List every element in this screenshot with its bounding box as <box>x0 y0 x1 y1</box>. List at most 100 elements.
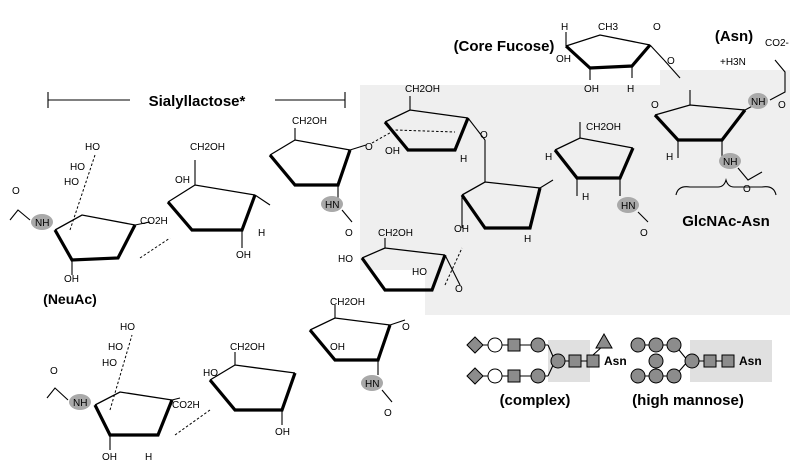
lower-neuac-ring <box>93 391 181 450</box>
neuac-upper-ho1: HO <box>85 142 100 153</box>
man-circle-symbol <box>630 368 646 384</box>
glcnac2-h1: H <box>545 152 552 163</box>
glcnac-square-symbol <box>586 354 600 368</box>
man-circle-symbol <box>648 337 664 353</box>
core-glcnac-ring <box>553 122 635 196</box>
glcnac-square-symbol <box>568 354 582 368</box>
glcnac-upper-nh-highlight <box>321 196 343 212</box>
neuac-upper-o: O <box>12 186 20 197</box>
glcnac-o-link: O <box>651 100 659 111</box>
asn-nh-highlight <box>748 93 768 109</box>
upper-neuac-ring <box>53 214 151 275</box>
man-core-circle-symbol <box>684 353 700 369</box>
glcnac-lower-o-link: O <box>402 322 410 333</box>
high-mannose-label: (high mannose) <box>632 392 744 409</box>
glcnac-nh-highlight <box>719 153 741 169</box>
man-lower-ch2oh: CH2OH <box>378 228 413 239</box>
neuac-upper-co2h: CO2H <box>140 216 168 227</box>
glcnac2-nh-highlight <box>617 197 639 213</box>
glcnac-lower-o: O <box>384 408 392 419</box>
glcnac2-o: O <box>640 228 648 239</box>
neuac-lower-nh-highlight <box>69 394 91 410</box>
complex-asn-label: Asn <box>604 354 627 368</box>
neuac-lower-ho1: HO <box>120 322 135 333</box>
fucose-ring <box>564 32 681 80</box>
fuc-h1: H <box>561 22 568 33</box>
gal-upper-ch2oh: CH2OH <box>190 142 225 153</box>
man-circle-symbol <box>648 368 664 384</box>
core-shaded-region <box>360 70 790 315</box>
glcnac-lower-ch2oh: CH2OH <box>330 297 365 308</box>
upper-glcnac-ring <box>268 128 367 200</box>
complex-glycan-symbol <box>466 332 613 385</box>
neuac-upper-nh: NH <box>35 218 49 229</box>
neuac-upper-oh: OH <box>64 274 79 285</box>
fuc-ch3: CH3 <box>598 22 618 33</box>
glcnac2-ch2oh: CH2OH <box>586 122 621 133</box>
glcnac-square-symbol <box>507 338 521 352</box>
gal-circle-symbol <box>487 337 503 353</box>
gal-upper-h: H <box>258 228 265 239</box>
man-circle-symbol <box>648 353 664 369</box>
neuac-diamond-symbol <box>466 336 484 354</box>
lower-glcnac-ring <box>308 305 406 375</box>
glcnac-o: O <box>743 184 751 195</box>
man-circle-symbol <box>666 368 682 384</box>
fuc-h2: H <box>627 84 634 95</box>
gal-upper-oh: OH <box>175 175 190 186</box>
asn-carbonyl-o: O <box>778 100 786 111</box>
man-circle-symbol <box>530 337 546 353</box>
glcnac-upper-ch2oh: CH2OH <box>292 116 327 127</box>
lower-galactose-ring <box>208 352 297 425</box>
fuc-o-link: O <box>667 56 675 67</box>
asn-nh: NH <box>751 97 765 108</box>
gal-lower-ch2oh: CH2OH <box>230 342 265 353</box>
man-circle-symbol <box>666 337 682 353</box>
gal-circle-symbol <box>487 368 503 384</box>
neuac-lower-co2h: CO2H <box>172 400 200 411</box>
upper-galactose-ring <box>166 160 271 248</box>
gal-upper-oh2: OH <box>236 250 251 261</box>
glcnac-square-symbol <box>703 354 717 368</box>
man-core-oh: OH <box>454 224 469 235</box>
fucose-triangle-symbol <box>595 332 613 349</box>
neuac-upper-ho3: HO <box>64 177 79 188</box>
asn-h3n: +H3N <box>720 57 746 68</box>
glcnac2-hn: HN <box>621 201 635 212</box>
core-fucose-label: (Core Fucose) <box>454 38 555 55</box>
gal-lower-oh: OH <box>275 427 290 438</box>
glcnac-upper-o: O <box>345 228 353 239</box>
neuac-lower-h: H <box>145 452 152 463</box>
glcnac-lower-hn: HN <box>365 379 379 390</box>
man-circle-symbol <box>630 337 646 353</box>
man-circle-symbol <box>530 368 546 384</box>
neuac-diamond-symbol <box>466 367 484 385</box>
man-core-circle-symbol <box>550 353 566 369</box>
neuac-upper-ho2: HO <box>70 162 85 173</box>
fuc-oh2: OH <box>584 84 599 95</box>
gal-lower-ho: HO <box>203 368 218 379</box>
asn-co2: CO2- <box>765 38 789 49</box>
neuac-lower-ho3: HO <box>102 358 117 369</box>
man-lower-o: O <box>455 284 463 295</box>
fuc-o-ring: O <box>653 22 661 33</box>
glcnac2-h2: H <box>582 192 589 203</box>
neuac-lower-o: O <box>50 366 58 377</box>
neuac-lower-oh: OH <box>102 452 117 463</box>
core-mannose-ring <box>460 140 554 230</box>
man-lower-ho2: HO <box>412 267 427 278</box>
man-core-h: H <box>524 234 531 245</box>
neuac-label: (NeuAc) <box>43 291 97 307</box>
glcnac-asn-brace <box>675 178 777 196</box>
man-upper-o-link: O <box>365 142 373 153</box>
glcnac-square-symbol <box>721 354 735 368</box>
glcnac-nh: NH <box>723 157 737 168</box>
upper-mannose-ring <box>383 96 486 152</box>
neuac-upper-nh-highlight <box>31 214 53 230</box>
glcnac-lower-oh: OH <box>330 342 345 353</box>
man-core-o: O <box>480 130 488 141</box>
high-mannose-asn-label: Asn <box>739 354 762 368</box>
glcnac-square-symbol <box>507 369 521 383</box>
sialyllactose-label: Sialyllactose* <box>149 93 246 110</box>
